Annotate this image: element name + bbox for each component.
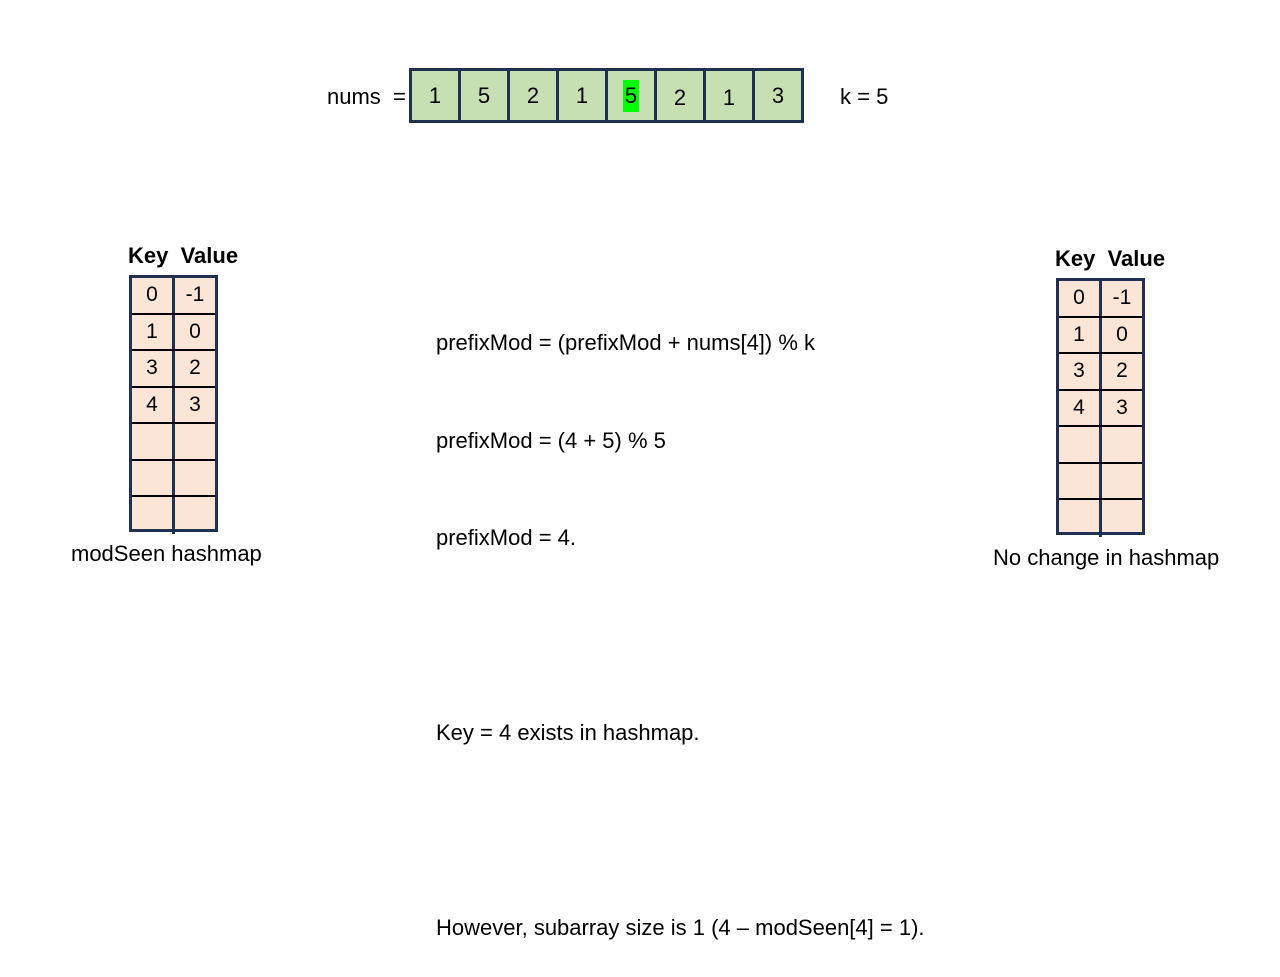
hashmap-key: 3 — [1059, 354, 1102, 389]
hashmap-key — [1059, 427, 1102, 462]
nums-cell-value: 3 — [771, 82, 785, 108]
hashmap-row: 0 -1 — [1059, 281, 1142, 318]
hashmap-row: 0 -1 — [132, 278, 215, 315]
explanation-line: However, subarray size is 1 (4 – modSeen… — [436, 915, 925, 940]
hashmap-value: 0 — [189, 319, 201, 343]
hashmap-key — [132, 460, 175, 495]
right-hashmap-header: Key Value — [1055, 246, 1166, 271]
hashmap-key: 3 — [132, 351, 175, 386]
nums-cell-value: 5 — [477, 82, 491, 108]
hashmap-value — [1102, 500, 1142, 537]
nums-cell: 3 — [755, 71, 801, 120]
hashmap-key — [1059, 463, 1102, 498]
hashmap-value — [175, 461, 215, 496]
hashmap-key — [132, 424, 175, 459]
nums-array: 1 5 2 1 5 2 1 3 — [409, 68, 804, 123]
nums-cell-value: 2 — [526, 82, 540, 108]
nums-cell-value: 1 — [722, 84, 736, 110]
nums-cell: 2 — [657, 71, 706, 120]
explanation-line: prefixMod = 4. — [436, 525, 577, 550]
explanation-line — [436, 620, 925, 653]
nums-cell-value-highlighted: 5 — [622, 79, 640, 112]
hashmap-row — [132, 424, 215, 461]
left-hashmap-header: Key Value — [128, 243, 239, 268]
nums-cell: 1 — [412, 71, 461, 120]
right-hashmap-caption: No change in hashmap — [993, 545, 1220, 570]
hashmap-key: 1 — [132, 314, 175, 349]
nums-cell: 1 — [706, 71, 755, 120]
hashmap-row — [1059, 463, 1142, 500]
nums-cell-value: 2 — [673, 84, 687, 110]
hashmap-row — [1059, 500, 1142, 537]
hashmap-value: -1 — [185, 283, 205, 307]
hashmap-value: 2 — [189, 356, 201, 380]
hashmap-row — [132, 497, 215, 534]
nums-cell: 1 — [559, 71, 608, 120]
hashmap-value: 2 — [1116, 359, 1128, 383]
hashmap-key: 1 — [1059, 317, 1102, 352]
hashmap-value — [1102, 464, 1142, 499]
nums-cell-value: 1 — [428, 82, 442, 108]
hashmap-row — [132, 460, 215, 497]
explanation-text: prefixMod = (prefixMod + nums[4]) % k pr… — [436, 262, 925, 977]
k-label: k = 5 — [840, 84, 889, 109]
explanation-line: Key = 4 exists in hashmap. — [436, 720, 700, 745]
hashmap-key — [132, 497, 175, 534]
left-hashmap-caption: modSeen hashmap — [71, 541, 262, 566]
nums-cell: 5 — [461, 71, 510, 120]
hashmap-key: 4 — [1059, 390, 1102, 425]
hashmap-value: -1 — [1112, 286, 1132, 310]
hashmap-row — [1059, 427, 1142, 464]
hashmap-value — [175, 497, 215, 534]
nums-cell-value: 1 — [575, 82, 589, 108]
hashmap-value: 0 — [1116, 322, 1128, 346]
nums-label: nums = — [327, 84, 406, 109]
explanation-line — [436, 815, 925, 848]
hashmap-key: 4 — [132, 387, 175, 422]
hashmap-value: 3 — [1116, 395, 1128, 419]
hashmap-value: 3 — [189, 392, 201, 416]
nums-cell-highlighted: 5 — [608, 71, 657, 120]
hashmap-key — [1059, 500, 1102, 537]
hashmap-key: 0 — [1059, 281, 1102, 316]
hashmap-value — [175, 424, 215, 459]
explanation-line: prefixMod = (prefixMod + nums[4]) % k — [436, 330, 816, 355]
hashmap-value — [1102, 427, 1142, 462]
explanation-line: prefixMod = (4 + 5) % 5 — [436, 427, 666, 453]
hashmap-key: 0 — [132, 278, 175, 313]
nums-cell: 2 — [510, 71, 559, 120]
